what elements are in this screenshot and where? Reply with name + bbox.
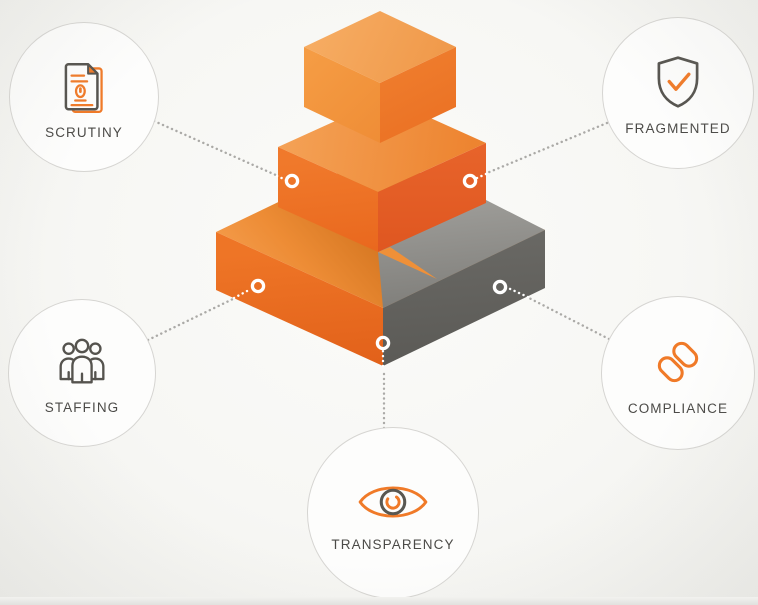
node-label-fragmented: FRAGMENTED xyxy=(625,120,731,136)
node-compliance: COMPLIANCE xyxy=(601,296,755,450)
connector-fragmented xyxy=(485,121,609,175)
bottom-tier-front-face-orange xyxy=(216,232,383,366)
anchor-ring-compliance xyxy=(492,279,508,295)
bottom-tier-orange-wedge xyxy=(378,247,437,279)
connector-staffing xyxy=(146,296,237,342)
middle-tier-front-face xyxy=(278,147,378,252)
top-cube-left-face xyxy=(304,47,380,143)
node-label-transparency: TRANSPARENCY xyxy=(331,536,455,552)
pyramid-tier-top xyxy=(304,11,456,143)
node-label-scrutiny: SCRUTINY xyxy=(45,124,123,140)
node-fragmented: FRAGMENTED xyxy=(602,17,754,169)
anchor-ring-transparency xyxy=(375,335,391,351)
document-icon xyxy=(64,62,103,113)
connector-compliance xyxy=(527,296,611,341)
connector-dotted-lines xyxy=(146,119,611,430)
people-icon xyxy=(59,338,105,384)
top-cube-right-face xyxy=(380,47,456,143)
node-transparency: TRANSPARENCY xyxy=(307,427,479,599)
node-label-staffing: STAFFING xyxy=(44,399,120,415)
bottom-tier-top-face-gray xyxy=(378,200,545,308)
bottom-tier-right-face-gray xyxy=(383,230,545,366)
anchor-rings xyxy=(250,173,508,351)
pyramid-tier-middle xyxy=(278,98,486,252)
bottom-edge-strip xyxy=(0,597,758,605)
node-staffing: STAFFING xyxy=(8,299,156,447)
node-scrutiny: SCRUTINY xyxy=(9,22,159,172)
middle-tier-right-face xyxy=(378,143,486,252)
shield-check-icon xyxy=(657,56,699,108)
anchor-ring-fragmented xyxy=(462,173,478,189)
connector-white-tips xyxy=(232,172,530,368)
anchor-ring-scrutiny xyxy=(284,173,300,189)
connector-scrutiny xyxy=(152,119,280,178)
chain-link-icon xyxy=(657,341,699,382)
eye-icon xyxy=(358,486,428,518)
anchor-ring-staffing xyxy=(250,278,266,294)
middle-tier-top-face xyxy=(278,98,486,192)
node-label-compliance: COMPLIANCE xyxy=(627,400,729,416)
